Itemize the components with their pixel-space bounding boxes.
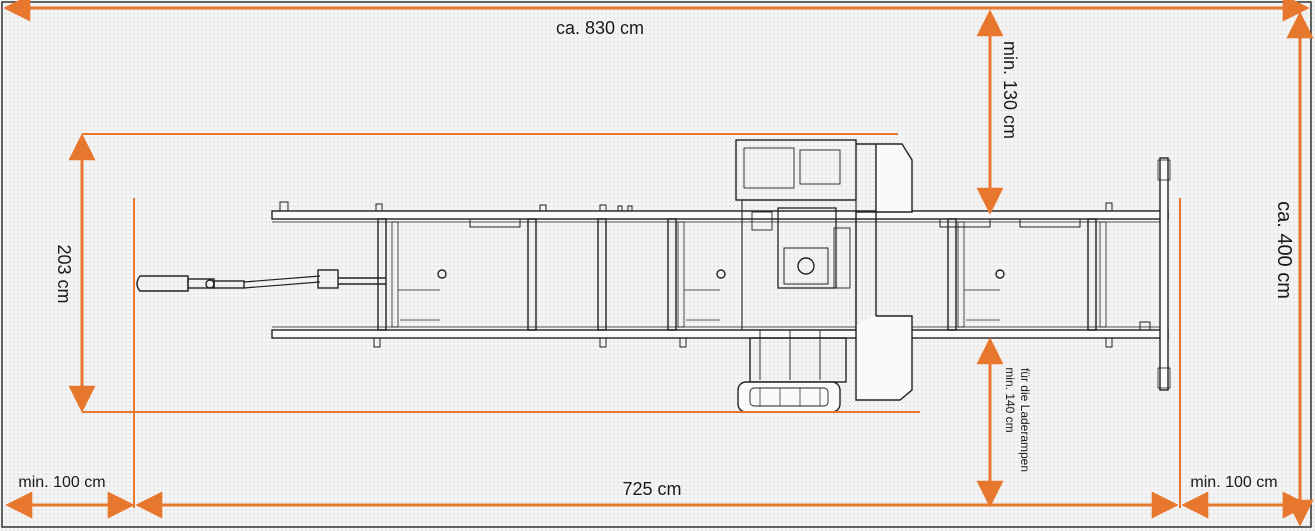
log-turner-arm — [136, 269, 386, 292]
saw-base — [737, 381, 841, 413]
bottom-clearance-label-line2: für die Laderampen — [1018, 368, 1032, 472]
dimension-labels: ca. 830 cm ca. 400 cm min. 130 cm min. 1… — [18, 18, 1295, 499]
track-cross-members — [377, 218, 1107, 331]
bottom-clearance-label-line1: min. 140 cm — [1003, 367, 1017, 432]
top-clearance-label: min. 130 cm — [1000, 41, 1020, 139]
right-clearance-label: min. 100 cm — [1190, 474, 1277, 491]
track-length-label: 725 cm — [622, 479, 681, 499]
overall-length-label: ca. 830 cm — [556, 18, 644, 38]
sawmill-machine-drawing — [136, 139, 1171, 413]
left-clearance-label: min. 100 cm — [18, 474, 105, 491]
working-width-label: 203 cm — [54, 244, 74, 303]
track-rails — [271, 210, 1169, 339]
overall-width-label: ca. 400 cm — [1273, 201, 1295, 299]
saw-head — [735, 139, 913, 401]
dimension-lines — [3, 0, 1314, 527]
end-post — [1157, 157, 1171, 391]
rail-clamps — [279, 201, 1151, 348]
